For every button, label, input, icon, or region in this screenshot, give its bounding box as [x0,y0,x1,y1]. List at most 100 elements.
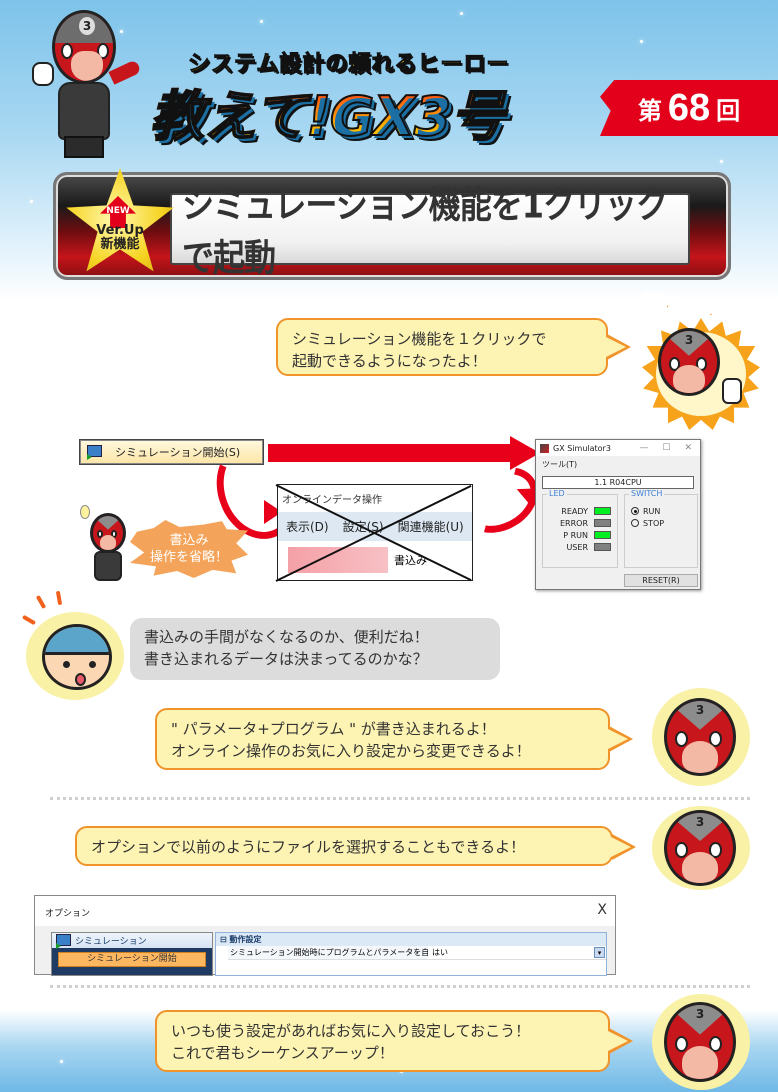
mouth [75,673,86,686]
bubble-line: オプションで以前のようにファイルを選択することもできるよ！ [91,838,526,856]
sparkle [120,30,123,33]
issue-suffix: 回 [716,96,741,125]
property-value-select[interactable]: はい ▾ [428,946,606,959]
bubble-line: " パラメータ+プログラム " が書き込まれるよ！ [171,720,496,738]
maximize-icon[interactable]: ☐ [662,443,671,453]
bubble-line: オンライン操作のお気に入り設定から変更できるよ！ [171,742,531,760]
sparkle [60,1060,63,1063]
dialog-title: オンラインデータ操作 [282,495,382,506]
reset-button[interactable]: RESET(R) [624,574,698,587]
bubble-line: 書込みの手間がなくなるのか、便利だね！ [144,628,429,646]
menu-tools[interactable]: ツール(T) [542,460,578,469]
tree-item-simulation-start[interactable]: シミュレーション開始 [58,952,206,967]
face [673,365,705,393]
kid-cap [45,627,109,655]
group-label: 動作設定 [229,935,262,944]
surprise-mark-icon [35,594,47,610]
eye [89,661,96,668]
hero-mascot: 3 [30,10,142,160]
bubble-line: 書き込まれるデータは決まってるのかな？ [144,650,428,668]
radio-label: RUN [643,506,661,516]
options-tree: シミュレーション シミュレーション開始 [51,932,213,976]
feature-banner-panel: シミュレーション機能を1クリックで起動 [170,183,690,280]
series-title-text: 教えて!GX3号 [149,84,505,149]
surprise-mark-icon [21,614,37,626]
options-dialog: オプション X シミュレーション シミュレーション開始 ⊟ 動作設定 シミュレー… [34,895,616,976]
dialog-panel: シミュレーション シミュレーション開始 ⊟ 動作設定 シミュレーション開始時にプ… [35,926,615,976]
helmet-number: 3 [684,333,694,347]
face [681,1045,719,1079]
hero-speech-bubble-1: " パラメータ+プログラム " が書き込まれるよ！ オンライン操作のお気に入り設… [155,708,633,770]
new-label: NEW [106,206,130,216]
eye [709,1036,723,1053]
close-icon[interactable]: ✕ [684,443,692,453]
close-icon[interactable]: X [597,902,607,918]
bubble-line: 起動できるようになったよ！ [292,352,487,370]
eye [674,842,689,858]
app-icon [540,443,549,453]
version-label: Ver.Up [96,223,144,238]
simulation-start-button[interactable]: シミュレーション開始(S) [80,440,263,464]
bubble-line: シミュレーション機能を１クリックで [292,330,547,348]
cpu-field: 1.1 R04CPU [542,476,694,489]
hero-body [94,551,122,581]
kid-speech-bubble: 書込みの手間がなくなるのか、便利だね！ 書き込まれるデータは決まってるのかな？ [130,618,500,680]
dialog-menubar: 表示(D) 設定(S) 関連機能(U) [278,512,472,541]
sparkle [720,160,723,163]
property-value: はい [432,948,448,957]
helmet [93,516,123,530]
led-ready: READY [543,505,617,517]
eye [61,43,73,59]
run-radio[interactable]: RUN [631,505,697,517]
property-group[interactable]: ⊟ 動作設定 [216,933,606,946]
hero-speech-bubble-3: いつも使う設定があればお気に入り設定しておこう！ これで君もシーケンスアーップ！ [155,1010,633,1072]
tree-header[interactable]: シミュレーション [52,933,212,949]
face [99,534,117,550]
eye [674,1036,689,1053]
hand-icon [722,378,742,404]
led-indicator [594,543,611,551]
issue-prefix: 第 [637,96,662,125]
kid-face-icon [42,624,112,690]
waving-hand-icon [32,62,54,86]
switch-group-label: SWITCH [629,489,665,498]
dialog-title: オプション [45,909,91,919]
feature-title: シミュレーション機能を1クリックで起動 [182,183,668,280]
arrow-shaft [268,444,513,462]
led-indicator [594,507,611,515]
hero-face-icon: 3 [664,810,736,886]
led-label: P RUN [563,530,588,540]
hero-head: 3 [52,10,116,84]
helmet-number: 3 [695,815,705,829]
helmet-number: 3 [79,17,95,35]
face [71,51,103,81]
property-key: シミュレーション開始時にプログラムとパラメータを自動で書き [228,946,428,959]
dropdown-arrow-icon[interactable]: ▾ [594,947,605,958]
series-subtitle: システム設計の頼れるヒーロー [187,52,510,78]
eye [668,357,681,371]
menu-view[interactable]: 表示(D) [286,520,329,534]
led-error: ERROR [543,517,617,529]
eye [96,530,103,538]
helmet-number: 3 [695,1007,705,1021]
issue-number: 68 [667,86,711,129]
hero-face-icon: 3 [664,1002,736,1082]
property-row: シミュレーション開始時にプログラムとパラメータを自動で書き はい ▾ [228,946,606,960]
skip-write-callout: 書込み 操作を省略！ [130,520,248,578]
issue-badge: 第 68 回 [600,80,778,136]
feature-label: 新機能 [100,237,140,252]
hero-speech-bubble-2: オプションで以前のようにファイルを選択することもできるよ！ [75,826,636,866]
menu-related[interactable]: 関連機能(U) [397,520,464,534]
led-label: ERROR [559,518,588,528]
led-p-run: P RUN [543,529,617,541]
sparkle [460,12,463,15]
series-title: 教えて!GX3号 [149,72,505,151]
face [681,740,719,773]
eye [63,661,70,668]
hero-face-icon: 3 [664,698,736,776]
write-label[interactable]: 書込み [394,554,427,567]
led-indicator [594,519,611,527]
minimize-icon[interactable]: — [639,443,649,453]
switch-group: SWITCH RUN STOP [624,489,698,568]
stop-radio[interactable]: STOP [631,517,697,529]
